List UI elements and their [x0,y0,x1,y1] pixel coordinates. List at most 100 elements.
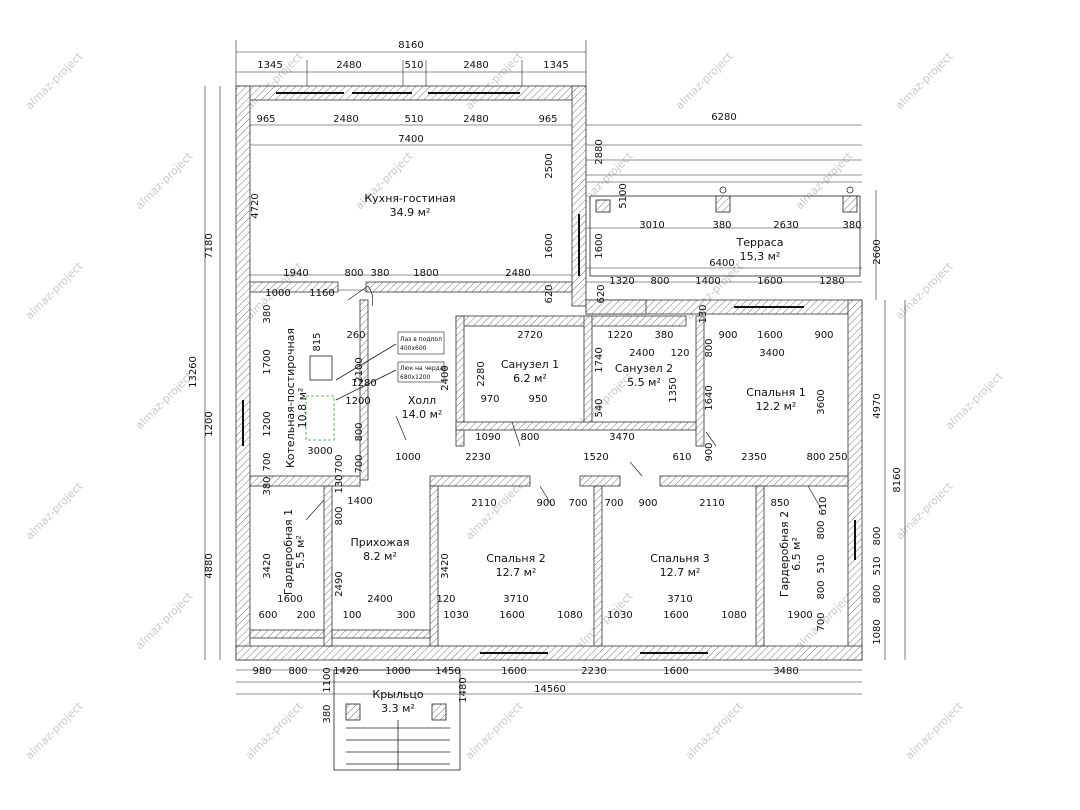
dim-label: 800 [288,666,307,677]
room-bed3-area: 12.7 м² [660,566,701,579]
dim-label: 900 [718,330,737,341]
dim-label: 2630 [773,220,798,231]
dim-label: 2230 [465,452,490,463]
dim-label: 510 [404,60,423,71]
dim-label: 2400 [629,348,654,359]
room-entry-name: Прихожая [351,536,410,549]
watermark: almaz-project [23,259,86,322]
dim-label: 130 [334,474,345,493]
room-terrace-name: Терраса [736,236,784,249]
dim-label: 3420 [262,553,273,578]
dim-label: 1420 [333,666,358,677]
room-bath2-name: Санузел 2 [615,362,673,375]
dim-label: 1200 [204,411,215,436]
dim-label: 1345 [257,60,282,71]
watermark: almaz-project [683,699,746,762]
dim-label: 2400 [367,594,392,605]
room-entry-area: 8.2 м² [363,550,397,563]
dim-label: 200 [296,610,315,621]
watermark: almaz-project [673,49,736,112]
dim-label: 1520 [583,452,608,463]
dim-label: 800 [816,580,827,599]
dim-label: 2400 [440,365,451,390]
dim-label: 1600 [594,233,605,258]
dim-label: 3470 [609,432,634,443]
dim-label: 4970 [872,393,883,418]
dim-label: 3710 [667,594,692,605]
room-bed2-name: Спальня 2 [486,552,545,565]
dim-label: 3000 [307,446,332,457]
watermark: almaz-project [943,369,1006,432]
floor-hatch-label: Лаз в подпол [400,336,442,343]
dim-label: 1280 [351,378,376,389]
dim-label: 610 [818,496,829,515]
dim-label: 900 [814,330,833,341]
hatch-notes: Лаз в подпол 400х600 Люк на чердак 680х1… [397,331,447,383]
dim-label: 700 [816,612,827,631]
watermark: almaz-project [893,49,956,112]
dim-label: 1900 [787,610,812,621]
dim-label: 815 [312,332,323,351]
attic-hatch-label: Люк на чердак [400,365,447,372]
room-hall-area: 14.0 м² [402,408,443,421]
room-kitchen-area: 34.9 м² [390,206,431,219]
dim-label: 510 [872,556,883,575]
dim-label: 4880 [204,553,215,578]
dim-label: 2110 [699,498,724,509]
dim-label: 1480 [458,677,469,702]
dim-label: 13260 [188,356,199,388]
dim-label: 2490 [334,571,345,596]
room-bed1-name: Спальня 1 [746,386,805,399]
fixtures [305,343,397,441]
windows [242,92,856,654]
dim-label: 1350 [668,377,679,402]
dim-label: 540 [594,398,605,417]
dim-label: 1600 [501,666,526,677]
dim-label: 1100 [322,667,333,692]
dim-label: 620 [596,284,607,303]
dim-label: 1030 [607,610,632,621]
dim-label: 7400 [398,134,423,145]
dim-label: 1640 [704,385,715,410]
floor-hatch-size: 400х600 [400,345,427,352]
dim-label: 1600 [757,330,782,341]
dimension-labels: 8160 1345 2480 510 2480 1345 965 2480 51… [188,40,903,724]
dim-label: 900 [704,442,715,461]
dim-label: 510 [404,114,423,125]
dim-label: 800 [872,526,883,545]
room-boiler-area: 10.8 м² [296,388,309,429]
dim-label: 2100 [354,357,365,382]
dim-label: 1000 [395,452,420,463]
dim-label: 1000 [385,666,410,677]
dim-label: 1160 [309,288,334,299]
room-labels: Кухня-гостиная 34.9 м² Терраса 15,3 м² К… [282,192,806,715]
dim-label: 700 [354,454,365,473]
room-bath1-area: 6.2 м² [513,372,547,385]
dim-label: 970 [480,394,499,405]
dim-label: 1400 [347,496,372,507]
room-bed3-name: Спальня 3 [650,552,709,565]
dim-label: 2480 [333,114,358,125]
dim-label: 380 [654,330,673,341]
watermark: almaz-project [463,699,526,762]
dim-label: 1450 [435,666,460,677]
room-wardrobe1-name: Гардеробная 1 [282,509,295,595]
dim-label: 380 [842,220,861,231]
dim-label: 1000 [265,288,290,299]
dim-label: 2480 [463,60,488,71]
dim-label: 2720 [517,330,542,341]
dim-label: 120 [436,594,455,605]
room-porch-name: Крыльцо [372,688,423,701]
dim-label: 8160 [398,40,423,51]
dim-label: 850 [770,498,789,509]
dim-label: 600 [258,610,277,621]
dim-label: 1740 [594,347,605,372]
dim-label: 380 [370,268,389,279]
dim-label: 380 [712,220,731,231]
dim-label: 800 [344,268,363,279]
dim-label: 3010 [639,220,664,231]
dim-label: 2500 [544,153,555,178]
room-bath2-area: 5.5 м² [627,376,661,389]
porch [333,669,461,771]
dim-label: 700 [604,498,623,509]
